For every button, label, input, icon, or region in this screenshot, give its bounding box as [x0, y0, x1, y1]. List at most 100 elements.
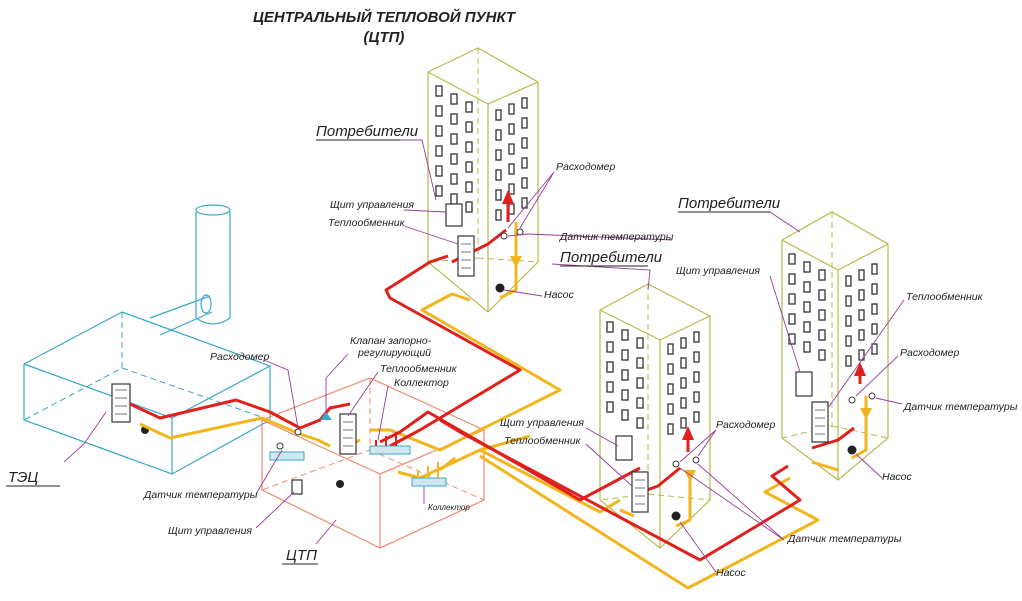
title-line1: ЦЕНТРАЛЬНЫЙ ТЕПЛОВОЙ ПУНКТ: [253, 8, 517, 26]
window: [680, 377, 687, 389]
window: [818, 269, 826, 281]
window: [667, 363, 674, 375]
window: [606, 401, 614, 413]
window: [818, 349, 826, 361]
window: [606, 341, 614, 353]
supply-pipe: [129, 190, 866, 562]
window: [435, 165, 443, 177]
window: [465, 141, 473, 153]
window: [521, 197, 528, 209]
label-control-panel-ctp: Щит управления: [168, 525, 252, 537]
control-panel-3: [795, 371, 813, 397]
window: [871, 323, 878, 335]
window: [636, 337, 644, 349]
label-heat-exchanger-ctp: Теплообменник: [380, 363, 458, 375]
supply-arrow-3: [854, 362, 866, 376]
window: [465, 161, 473, 173]
label-pump-1: Насос: [544, 289, 575, 301]
window: [435, 85, 443, 97]
temp-sensor-3: [868, 392, 876, 400]
window: [788, 313, 796, 325]
window: [465, 121, 473, 133]
window: [508, 183, 515, 195]
window: [845, 315, 852, 327]
label-control-panel-2: Щит управления: [500, 417, 584, 429]
title-line2: (ЦТП): [364, 29, 405, 46]
window: [606, 321, 614, 333]
window: [495, 149, 502, 161]
window: [803, 281, 811, 293]
label-control-panel-3: Щит управления: [676, 265, 760, 277]
window: [693, 371, 700, 383]
window: [693, 331, 700, 343]
control-panel-1: [445, 203, 463, 227]
label-flow-meter-3: Расходомер: [900, 347, 960, 359]
window: [845, 355, 852, 367]
window: [871, 263, 878, 275]
window: [521, 177, 528, 189]
labels: Потребители Щит управления Теплообменник…: [6, 123, 1018, 579]
window: [680, 337, 687, 349]
window: [788, 333, 796, 345]
label-temp-sensor-2: Датчик температуры: [787, 533, 902, 545]
window: [803, 261, 811, 273]
chimney-top: [195, 204, 231, 216]
label-consumers-1: Потребители: [316, 123, 419, 140]
equipment: [269, 203, 876, 521]
window: [521, 157, 528, 169]
window: [435, 125, 443, 137]
window: [606, 361, 614, 373]
flue-duct: [149, 295, 213, 336]
label-control-panel-1: Щит управления: [330, 199, 414, 211]
window: [680, 357, 687, 369]
temp-sensor-1: [516, 228, 524, 236]
building-windows: [435, 85, 878, 435]
label-temp-sensor-1: Датчик температуры: [559, 231, 674, 243]
flow-meter-1: [500, 232, 508, 240]
window: [450, 173, 458, 185]
window: [788, 273, 796, 285]
window: [495, 189, 502, 201]
window: [636, 417, 644, 429]
tec-box: [23, 311, 271, 475]
window: [667, 403, 674, 415]
window: [465, 201, 473, 213]
label-consumers-2: Потребители: [560, 249, 663, 266]
window: [450, 193, 458, 205]
window: [667, 423, 674, 435]
window: [621, 349, 629, 361]
ctp-valve: [320, 412, 332, 420]
window: [818, 289, 826, 301]
pump-3: [847, 445, 857, 455]
label-valve-line2: регулирующий: [357, 347, 431, 359]
window: [495, 129, 502, 141]
window: [693, 351, 700, 363]
window: [636, 397, 644, 409]
label-ctp: ЦТП: [286, 547, 317, 564]
label-heat-exchanger-1: Теплообменник: [328, 217, 406, 229]
ctp-heat-exchanger: [339, 413, 357, 455]
supply-arrow-1: [502, 190, 514, 204]
flow-meter-2: [672, 460, 680, 468]
window: [521, 97, 528, 109]
label-heat-exchanger-3: Теплообменник: [906, 291, 984, 303]
window: [871, 303, 878, 315]
collector-1: [369, 445, 411, 455]
ctp-control-panel: [291, 479, 303, 495]
window: [871, 283, 878, 295]
window: [858, 309, 865, 321]
temp-sensor-2: [692, 456, 700, 464]
window: [495, 209, 502, 221]
window: [495, 109, 502, 121]
window: [621, 369, 629, 381]
ctp-temp-sensor: [276, 442, 284, 450]
ctp-flow-meter: [294, 428, 302, 436]
window: [788, 253, 796, 265]
window: [508, 203, 515, 215]
window: [636, 377, 644, 389]
window: [621, 409, 629, 421]
window: [818, 309, 826, 321]
label-consumers-3: Потребители: [678, 195, 781, 212]
label-pump-2: Насос: [716, 567, 747, 579]
window: [435, 185, 443, 197]
